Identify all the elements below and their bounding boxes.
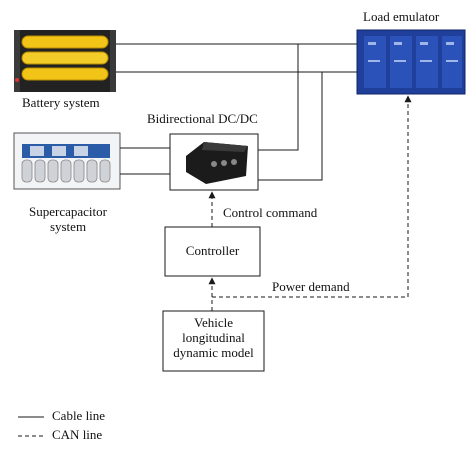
legend-can-label: CAN line bbox=[52, 427, 103, 442]
legend-cable-label: Cable line bbox=[52, 408, 106, 423]
vehicle-model-label: Vehicle longitudinal dynamic model bbox=[163, 315, 264, 361]
load-emulator-image bbox=[356, 29, 466, 95]
battery-system-label: Battery system bbox=[22, 95, 100, 110]
vehicle-model-label-line3: dynamic model bbox=[173, 344, 254, 360]
controller-label: Controller bbox=[185, 243, 240, 258]
vehicle-model-label-line1: Vehicle bbox=[194, 315, 233, 330]
dcdc-label: Bidirectional DC/DC bbox=[147, 111, 258, 126]
cable-dcdc-bus-1 bbox=[258, 44, 299, 151]
supercapacitor-image bbox=[13, 132, 121, 190]
controller-box bbox=[164, 226, 261, 277]
vehicle-model-box bbox=[162, 310, 265, 372]
load-emulator-label: Load emulator bbox=[363, 9, 440, 24]
vehicle-model-label-line2: longitudinal bbox=[182, 329, 245, 345]
supercapacitor-label-line2: system bbox=[49, 218, 87, 234]
dcdc-converter-image bbox=[169, 133, 259, 191]
control-command-label: Control command bbox=[223, 205, 318, 220]
supercapacitor-label: Supercapacitor system bbox=[14, 204, 122, 235]
power-demand-label: Power demand bbox=[272, 279, 350, 294]
supercapacitor-label-line1: Supercapacitor bbox=[29, 204, 107, 219]
can-power-demand-to-load bbox=[212, 95, 412, 298]
battery-pack-image bbox=[14, 30, 116, 92]
cable-dcdc-bus-2 bbox=[258, 72, 323, 181]
